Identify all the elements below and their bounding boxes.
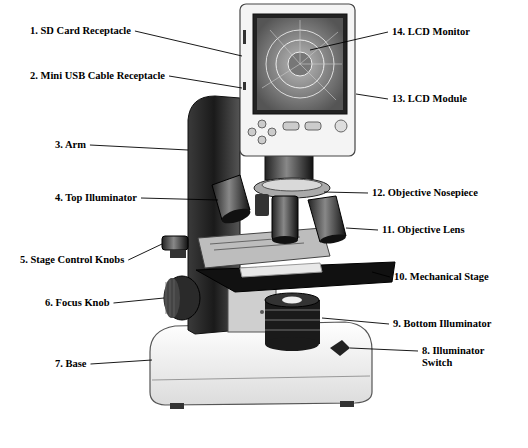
part-label: 8. Illuminator Switch: [422, 345, 500, 369]
label-holder: 5. Stage Control Knobs: [20, 249, 124, 267]
label-holder: 8. Illuminator Switch: [422, 345, 500, 370]
leader-line: [169, 76, 242, 88]
part-label: 9. Bottom Illuminator: [393, 318, 491, 330]
leader-line: [324, 192, 368, 193]
label-holder: 14. LCD Monitor: [392, 21, 470, 39]
part-label: 2. Mini USB Cable Receptacle: [30, 70, 165, 82]
label-holder: 2. Mini USB Cable Receptacle: [30, 65, 165, 83]
part-label: 5. Stage Control Knobs: [20, 254, 124, 266]
part-label: 1. SD Card Receptacle: [30, 25, 131, 37]
leader-line: [310, 32, 388, 50]
label-holder: 12. Objective Nosepiece: [372, 182, 478, 200]
leader-line: [91, 360, 153, 364]
label-holder: 10. Mechanical Stage: [394, 266, 489, 284]
label-holder: 13. LCD Module: [392, 88, 467, 106]
label-holder: 6. Focus Knob: [45, 292, 109, 310]
label-holder: 11. Objective Lens: [382, 219, 465, 237]
label-holder: 4. Top Illuminator: [55, 187, 137, 205]
leader-line: [113, 298, 164, 303]
part-label: 13. LCD Module: [392, 93, 467, 105]
leader-line: [350, 348, 418, 351]
label-holder: 3. Arm: [55, 134, 86, 152]
leader-line: [372, 272, 390, 277]
part-label: 3. Arm: [55, 139, 86, 151]
leader-line: [322, 318, 389, 324]
leader-line: [356, 94, 388, 99]
leader-line: [90, 145, 188, 150]
leader-line: [346, 228, 378, 230]
part-label: 12. Objective Nosepiece: [372, 187, 478, 199]
label-holder: 7. Base: [55, 353, 87, 371]
label-holder: 1. SD Card Receptacle: [30, 20, 131, 38]
leader-line: [128, 244, 162, 260]
leader-line: [135, 31, 242, 56]
part-label: 14. LCD Monitor: [392, 26, 470, 38]
part-label: 4. Top Illuminator: [55, 192, 137, 204]
part-label: 10. Mechanical Stage: [394, 271, 489, 283]
part-label: 6. Focus Knob: [45, 297, 109, 309]
label-holder: 9. Bottom Illuminator: [393, 313, 491, 331]
part-label: 7. Base: [55, 358, 87, 370]
part-label: 11. Objective Lens: [382, 224, 465, 236]
leader-line: [141, 198, 218, 200]
